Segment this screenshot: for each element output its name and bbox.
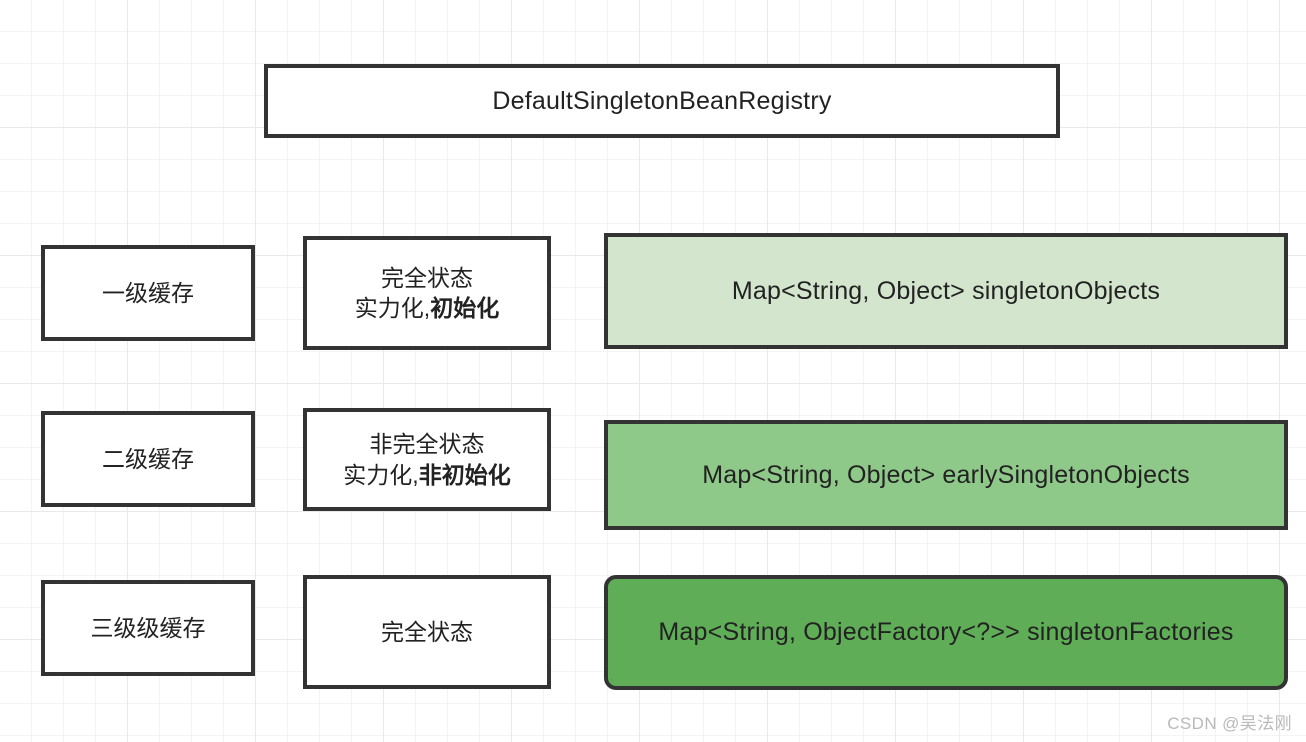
cache-level-label-2: 二级缓存 [102,445,194,472]
cache-state-line2-bold-2: 非初始化 [418,461,511,488]
cache-state-line1-1: 完全状态 [380,264,473,291]
cache-state-box-1: 完全状态 实力化,初始化 [303,236,551,350]
cache-state-line1-3: 完全状态 [381,618,473,645]
cache-state-line1-2: 非完全状态 [369,431,485,458]
map-declaration-label-3: Map<String, ObjectFactory<?>> singletonF… [658,618,1234,646]
cache-state-box-2: 非完全状态 实力化,非初始化 [303,408,551,511]
cache-state-text-2: 非完全状态 实力化,非初始化 [343,429,510,490]
registry-title-label: DefaultSingletonBeanRegistry [492,86,832,115]
cache-level-box-2: 二级缓存 [41,411,255,507]
cache-state-line2-1: 实力化,初始化 [355,293,499,323]
map-box-early-singleton-objects: Map<String, Object> earlySingletonObject… [604,420,1288,530]
map-declaration-label-1: Map<String, Object> singletonObjects [731,276,1161,305]
cache-state-line2-normal-1: 实力化, [354,295,431,321]
cache-level-box-1: 一级缓存 [41,245,255,341]
cache-level-box-3: 三级级缓存 [41,580,255,676]
map-box-singleton-objects: Map<String, Object> singletonObjects [604,233,1288,349]
cache-state-line2-normal-2: 实力化, [343,461,419,488]
watermark-label: CSDN @吴法刚 [1167,714,1292,733]
map-declaration-label-2: Map<String, Object> earlySingletonObject… [702,460,1190,489]
cache-state-line2-bold-1: 初始化 [430,295,500,321]
cache-state-text-1: 完全状态 实力化,初始化 [355,263,499,324]
cache-level-label-1: 一级缓存 [102,279,194,306]
registry-title-box: DefaultSingletonBeanRegistry [264,64,1060,138]
cache-state-line2-2: 实力化,非初始化 [343,460,510,490]
cache-level-label-3: 三级级缓存 [90,614,206,641]
map-box-singleton-factories: Map<String, ObjectFactory<?>> singletonF… [604,575,1288,690]
cache-state-box-3: 完全状态 [303,575,551,689]
cache-state-text-3: 完全状态 [381,617,473,647]
